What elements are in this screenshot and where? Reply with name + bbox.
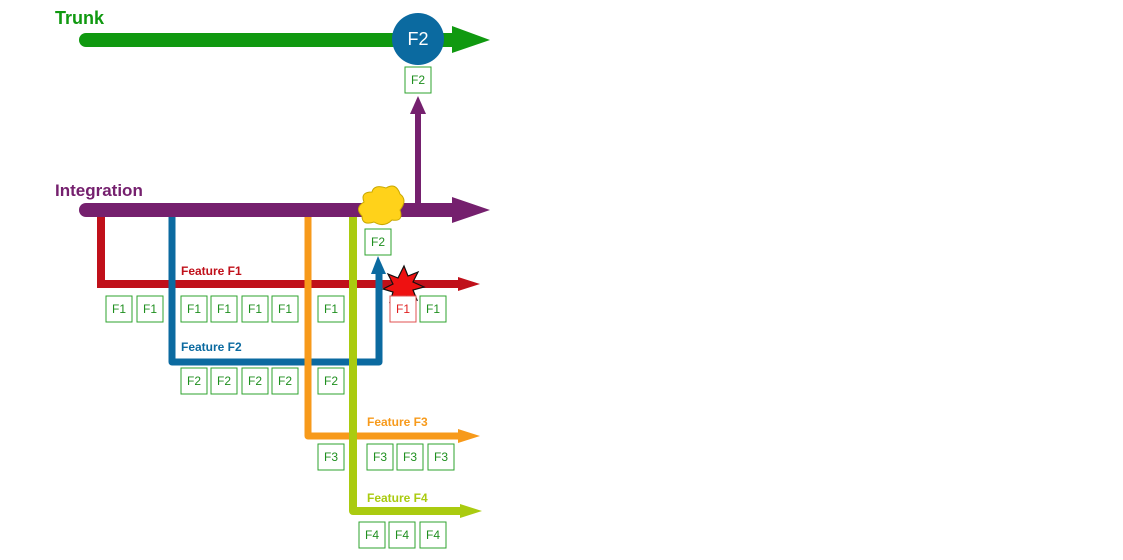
f3-commit: F3 <box>403 450 417 464</box>
merge-box-frame <box>364 228 392 256</box>
commit-box-frame <box>180 295 208 323</box>
f1-commit: F1 <box>187 302 201 316</box>
merge-commit-box: F2 <box>364 228 392 256</box>
f3-commit: F3 <box>434 450 448 464</box>
feature-f1-branch: Feature F1 <box>97 214 480 291</box>
f4-arrowhead <box>460 504 482 518</box>
commit-box-frame <box>419 521 447 549</box>
commit-box-frame <box>427 443 455 471</box>
feature-f4-branch: Feature F4 <box>349 214 482 518</box>
commit-box-frame <box>136 295 164 323</box>
f4-line <box>349 214 464 515</box>
f1-label: Feature F1 <box>181 264 242 278</box>
f2-arrowhead <box>371 256 386 274</box>
f1-arrowhead <box>458 277 480 291</box>
f3-commit: F3 <box>324 450 338 464</box>
f1-commit: F1 <box>426 302 440 316</box>
release-label: F2 <box>407 29 428 49</box>
f3-arrowhead <box>458 429 480 443</box>
integration-branch: Integration <box>55 181 490 223</box>
f1-commit-row: F1 F1 F1 F1 F1 F1 F1 F1 F1 <box>105 295 447 323</box>
integration-to-trunk-merge <box>410 96 426 205</box>
conflict-box-frame <box>389 295 417 323</box>
f1-commit: F1 <box>217 302 231 316</box>
feature-f3-branch: Feature F3 <box>304 214 480 443</box>
commit-box-frame <box>388 521 416 549</box>
f3-commit: F3 <box>373 450 387 464</box>
commit-box-frame <box>358 521 386 549</box>
commit-box-frame <box>317 443 345 471</box>
f2-line <box>168 210 383 366</box>
release-circle <box>392 13 444 65</box>
integration-label: Integration <box>55 181 143 200</box>
f2-commit-row: F2 F2 F2 F2 F2 <box>180 367 345 395</box>
cloud-icon <box>358 185 405 226</box>
commit-box-frame <box>271 295 299 323</box>
f3-line <box>304 214 462 440</box>
release-node: F2 <box>392 13 444 65</box>
f1-commit: F1 <box>278 302 292 316</box>
f4-commit: F4 <box>426 528 440 542</box>
commit-box-frame <box>396 443 424 471</box>
f4-commit: F4 <box>395 528 409 542</box>
f4-commit: F4 <box>365 528 379 542</box>
f1-commit: F1 <box>324 302 338 316</box>
commit-box-frame <box>317 367 345 395</box>
f3-label: Feature F3 <box>367 415 428 429</box>
f2-label: Feature F2 <box>181 340 242 354</box>
feature-f2-branch: Feature F2 <box>168 210 386 366</box>
release-box-label: F2 <box>411 73 425 87</box>
trunk-label: Trunk <box>55 8 105 28</box>
commit-box-frame <box>317 295 345 323</box>
release-commit-box: F2 <box>404 66 432 94</box>
commit-boxes: F2 F2 F1 F1 F1 F1 F1 F1 F1 F1 F1 F2 F2 F… <box>105 66 455 549</box>
f2-commit: F2 <box>187 374 201 388</box>
f2-commit: F2 <box>278 374 292 388</box>
commit-box-frame <box>271 367 299 395</box>
f2-commit: F2 <box>248 374 262 388</box>
f4-label: Feature F4 <box>367 491 428 505</box>
f1-line <box>97 214 460 288</box>
f1-commit: F1 <box>248 302 262 316</box>
commit-box-frame <box>105 295 133 323</box>
f2-commit: F2 <box>217 374 231 388</box>
integration-arrowhead <box>452 197 490 223</box>
f1-commit: F1 <box>112 302 126 316</box>
merge-up-arrowhead <box>410 96 426 114</box>
commit-box-frame <box>210 295 238 323</box>
f4-commit-row: F4 F4 F4 <box>358 521 447 549</box>
f2-commit: F2 <box>324 374 338 388</box>
commit-box-frame <box>180 367 208 395</box>
trunk-arrowhead <box>452 26 490 53</box>
f1-conflict-commit: F1 <box>396 302 410 316</box>
commit-box-frame <box>210 367 238 395</box>
commit-box-frame <box>366 443 394 471</box>
commit-box-frame <box>241 367 269 395</box>
f3-commit-row: F3 F3 F3 F3 <box>317 443 455 471</box>
merge-box-label: F2 <box>371 235 385 249</box>
release-box-frame <box>404 66 432 94</box>
commit-box-frame <box>419 295 447 323</box>
commit-box-frame <box>241 295 269 323</box>
f1-commit: F1 <box>143 302 157 316</box>
